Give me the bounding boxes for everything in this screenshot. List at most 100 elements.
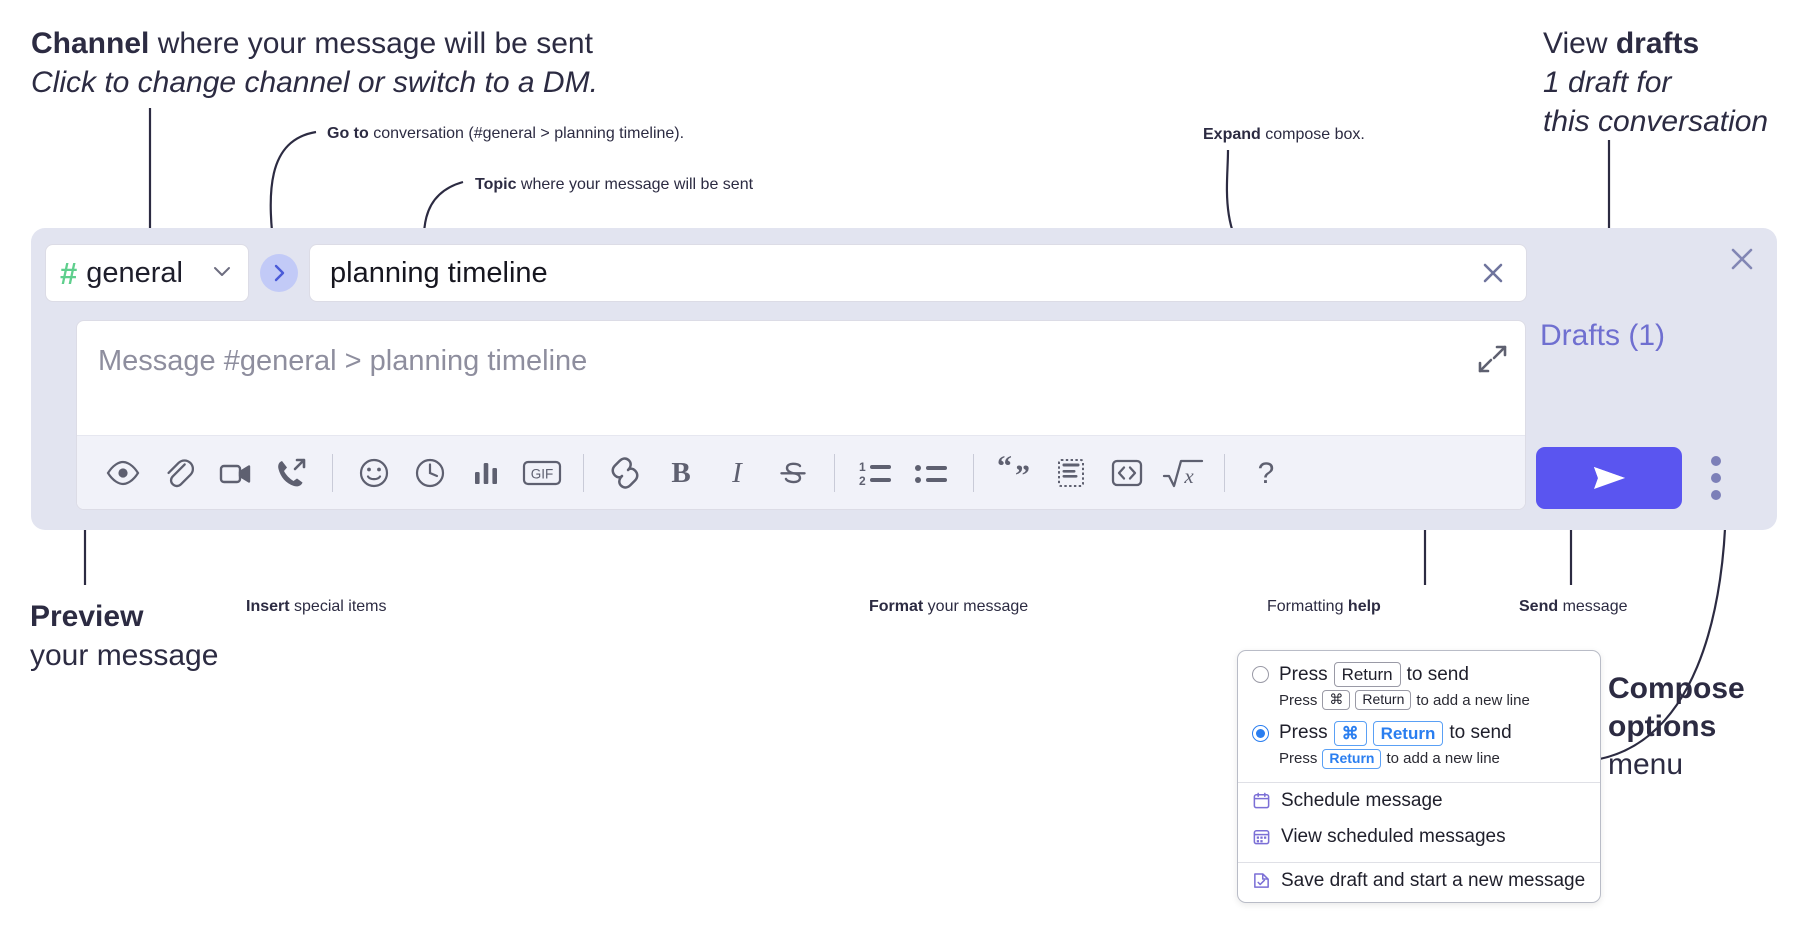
annotation-topic-rest: where your message will be sent [516, 176, 754, 193]
annotation-drafts-lead: View [1543, 27, 1616, 60]
hash-icon: # [60, 255, 78, 291]
annotation-insert: Insert special items [246, 597, 387, 618]
send-mode-1-post: to send [1406, 663, 1469, 685]
send-mode-1-sub-pre: Press [1279, 691, 1318, 709]
send-mode-2-sub-pre: Press [1279, 750, 1318, 768]
annotation-send: Send message [1519, 597, 1628, 618]
blockquote-icon[interactable]: “” [987, 445, 1043, 501]
video-icon[interactable] [207, 445, 263, 501]
annotation-insert-rest: special items [289, 598, 387, 615]
menu-item-view-scheduled-messages[interactable]: View scheduled messages [1238, 819, 1600, 855]
annotation-drafts-sub1: 1 draft for [1543, 66, 1672, 99]
kebab-dot [1711, 490, 1721, 500]
annotation-channel: Channel where your message will be sent … [31, 24, 598, 102]
message-input-area[interactable]: Message #general > planning timeline [77, 321, 1525, 435]
keycap-return: Return [1355, 690, 1412, 710]
menu-divider [1238, 781, 1600, 783]
svg-text:B: B [671, 457, 690, 489]
close-icon [1731, 248, 1753, 270]
keycap-command: ⌘ [1333, 720, 1367, 746]
send-mode-option-1[interactable]: Press Return to send [1238, 657, 1600, 688]
annotation-help-bold: help [1347, 598, 1381, 615]
annotation-channel-sub: Click to change channel or switch to a D… [31, 66, 598, 99]
kebab-dot [1711, 456, 1721, 466]
svg-text:2: 2 [859, 474, 866, 488]
topic-clear-button[interactable] [1476, 256, 1510, 290]
goto-conversation-button[interactable] [260, 254, 298, 292]
annotation-goto-bold: Go to [327, 125, 369, 142]
send-mode-option-2[interactable]: Press ⌘ Return to send [1238, 716, 1600, 746]
topic-input[interactable] [328, 255, 1476, 291]
radio-unselected-icon[interactable] [1252, 666, 1269, 684]
keycap-command: ⌘ [1322, 690, 1351, 710]
annotation-format-rest: your message [923, 598, 1029, 615]
svg-text:”: ” [1015, 459, 1030, 491]
help-icon[interactable]: ? [1238, 445, 1294, 501]
drafts-link[interactable]: Drafts (1) [1540, 319, 1666, 352]
strikethrough-icon[interactable] [765, 445, 821, 501]
send-mode-2-pre: Press [1279, 722, 1328, 744]
keycap-return: Return [1322, 749, 1382, 769]
save-draft-icon [1252, 871, 1271, 890]
attachment-icon[interactable] [151, 445, 207, 501]
toolbar-separator [973, 453, 974, 492]
compose-header-row: # general [45, 244, 1527, 302]
annotation-expand-bold: Expand [1203, 126, 1261, 143]
toolbar-separator [834, 453, 835, 492]
toolbar-separator [1224, 453, 1225, 492]
radio-selected-icon[interactable] [1252, 724, 1269, 742]
clock-icon[interactable] [402, 445, 458, 501]
math-icon[interactable]: x [1155, 445, 1211, 501]
send-mode-2-sub-post: to add a new line [1386, 750, 1500, 768]
annotation-format-bold: Format [869, 598, 924, 615]
annotation-compose-options: Compose options menu [1608, 670, 1745, 783]
poll-icon[interactable] [458, 445, 514, 501]
annotation-help-lead: Formatting [1267, 598, 1348, 615]
code-block-icon[interactable] [1043, 445, 1099, 501]
annotation-preview-bold: Preview [30, 600, 144, 633]
gif-icon[interactable]: GIF [514, 445, 570, 501]
annotation-help: Formatting help [1267, 597, 1381, 618]
italic-icon[interactable]: I [709, 445, 765, 501]
compose-options-menu: Press Return to send Press ⌘ Return to a… [1237, 650, 1601, 903]
annotation-expand-rest: compose box. [1260, 126, 1365, 143]
keycap-return: Return [1333, 662, 1401, 688]
link-icon[interactable] [597, 445, 653, 501]
annotation-drafts-bold: drafts [1615, 27, 1700, 60]
expand-compose-button[interactable] [1476, 343, 1508, 375]
compose-panel: # general [31, 228, 1777, 530]
topic-field[interactable] [309, 244, 1527, 302]
panel-close-button[interactable] [1725, 242, 1759, 276]
svg-text:x: x [1183, 464, 1194, 488]
channel-picker[interactable]: # general [45, 244, 249, 302]
menu-item-save-draft[interactable]: Save draft and start a new message [1238, 863, 1600, 902]
paper-plane-icon [1594, 467, 1625, 489]
preview-icon[interactable] [95, 445, 151, 501]
chevron-right-icon [274, 264, 285, 282]
annotation-goto-rest: conversation (#general > planning timeli… [368, 125, 685, 142]
svg-text:GIF: GIF [531, 466, 554, 481]
send-button[interactable] [1536, 447, 1682, 509]
message-placeholder: Message #general > planning timeline [98, 345, 588, 377]
annotation-compose-options-bold2: options [1608, 709, 1717, 743]
audio-call-icon[interactable] [263, 445, 319, 501]
annotation-topic: Topic where your message will be sent [475, 175, 753, 196]
send-mode-1-sub-post: to add a new line [1416, 691, 1530, 709]
send-mode-option-1-sub: Press ⌘ Return to add a new line [1238, 687, 1600, 716]
toolbar-separator [583, 453, 584, 492]
compose-options-button[interactable] [1700, 452, 1732, 504]
chevron-down-icon [210, 259, 234, 288]
annotation-insert-bold: Insert [246, 598, 290, 615]
annotation-send-rest: message [1558, 598, 1628, 615]
bulleted-list-icon[interactable] [904, 445, 960, 501]
expand-icon [1478, 345, 1507, 373]
menu-item-schedule-message[interactable]: Schedule message [1238, 783, 1600, 819]
inline-code-icon[interactable] [1099, 445, 1155, 501]
bold-icon[interactable]: B [653, 445, 709, 501]
annotation-preview: Preview your message [30, 597, 218, 675]
menu-item-label: Save draft and start a new message [1281, 869, 1586, 891]
emoji-icon[interactable] [346, 445, 402, 501]
